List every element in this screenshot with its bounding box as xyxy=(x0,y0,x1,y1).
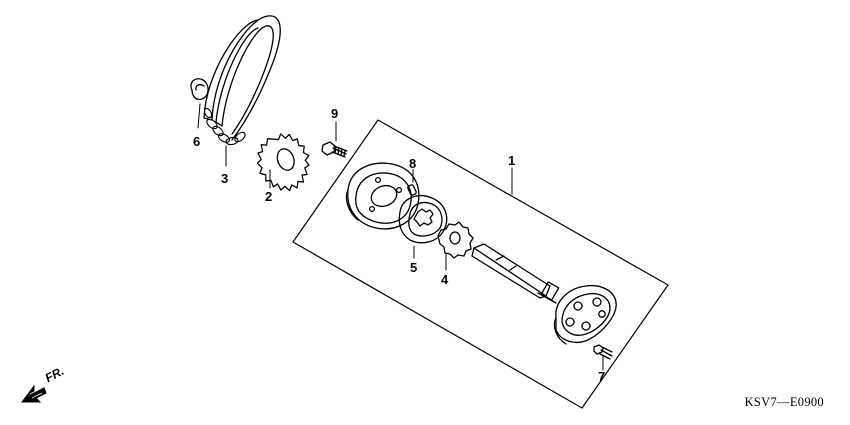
callout-2: 2 xyxy=(265,189,273,204)
callout-3: 3 xyxy=(221,171,229,186)
pump-cover xyxy=(553,284,617,345)
pump-shaft xyxy=(471,243,560,304)
dowel-pin xyxy=(407,169,417,196)
pump-body xyxy=(345,162,420,230)
diagram-code: KSV7—E0900 xyxy=(744,395,824,409)
inner-rotor xyxy=(437,221,474,271)
sprocket-bolt xyxy=(321,121,348,158)
callout-5: 5 xyxy=(410,260,418,275)
callout-8: 8 xyxy=(409,156,417,171)
front-direction-arrow xyxy=(21,384,47,403)
outer-rotor xyxy=(398,195,448,259)
drive-sprocket xyxy=(256,133,310,192)
callout-1: 1 xyxy=(508,153,516,168)
drive-chain xyxy=(203,15,281,167)
assembly-box xyxy=(292,119,669,409)
callout-7: 7 xyxy=(598,369,606,384)
cover-screw xyxy=(593,344,613,371)
chain-clip xyxy=(190,78,209,129)
callout-4: 4 xyxy=(441,272,449,287)
callout-9: 9 xyxy=(331,106,339,121)
callout-6: 6 xyxy=(193,134,201,149)
